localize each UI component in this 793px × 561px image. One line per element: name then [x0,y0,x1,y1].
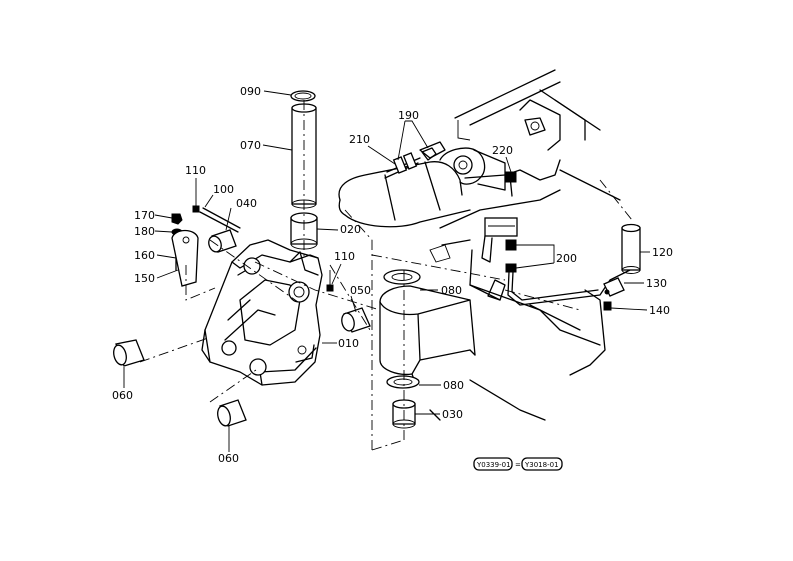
bushing-060-left [113,339,145,367]
label-030: 030 [442,408,463,421]
label-140: 140 [649,304,670,317]
swing-bracket-010 [201,239,323,386]
reference-codes: Y0339-01 = Y3018-01 [473,457,563,471]
label-190: 190 [398,109,419,122]
snap-ring-090 [290,90,316,102]
label-130: 130 [646,277,667,290]
plate-130 [603,277,625,297]
bolt-140 [603,301,612,311]
leader-lines [123,90,650,452]
label-110-top: 110 [185,164,206,177]
bushing-040 [208,229,237,253]
reference-separator: = [515,461,521,469]
label-060-bottom: 060 [218,452,239,465]
label-180: 180 [134,225,155,238]
label-120: 120 [652,246,673,259]
label-170: 170 [134,209,155,222]
label-040: 040 [236,197,257,210]
pin-120 [621,223,641,274]
part-labels: 090 070 020 110 110 100 040 170 180 160 … [112,85,673,465]
reference-right: Y3018-01 [524,461,559,469]
label-210: 210 [349,133,370,146]
machine-frame [429,69,621,421]
reference-left: Y0339-01 [476,461,511,469]
label-070: 070 [240,139,261,152]
label-010: 010 [338,337,359,350]
bolt-100 [199,207,241,233]
reference-box-right [521,457,563,471]
boom-boss [379,285,476,386]
grease-nipple-110 [192,198,334,292]
hydraulic-cylinder [338,141,506,228]
bushing-020 [290,212,318,250]
reference-box-left [473,457,513,471]
label-100: 100 [213,183,234,196]
label-220: 220 [492,144,513,157]
label-160: 160 [134,249,155,262]
label-200: 200 [556,252,577,265]
nut-170 [171,213,183,225]
label-060-left: 060 [112,389,133,402]
label-150: 150 [134,272,155,285]
shim-080-bottom [386,375,420,389]
bushing-050 [341,307,371,333]
bushing-060-bottom [217,399,247,427]
shim-080-top [383,269,421,285]
label-080-bottom: 080 [443,379,464,392]
label-050: 050 [350,284,371,297]
label-080-top: 080 [441,284,462,297]
center-lines [139,100,633,451]
hose-190 [384,147,437,179]
label-110-mid: 110 [334,250,355,263]
bracket-150 [171,229,199,287]
label-090: 090 [240,85,261,98]
label-020: 020 [340,223,361,236]
